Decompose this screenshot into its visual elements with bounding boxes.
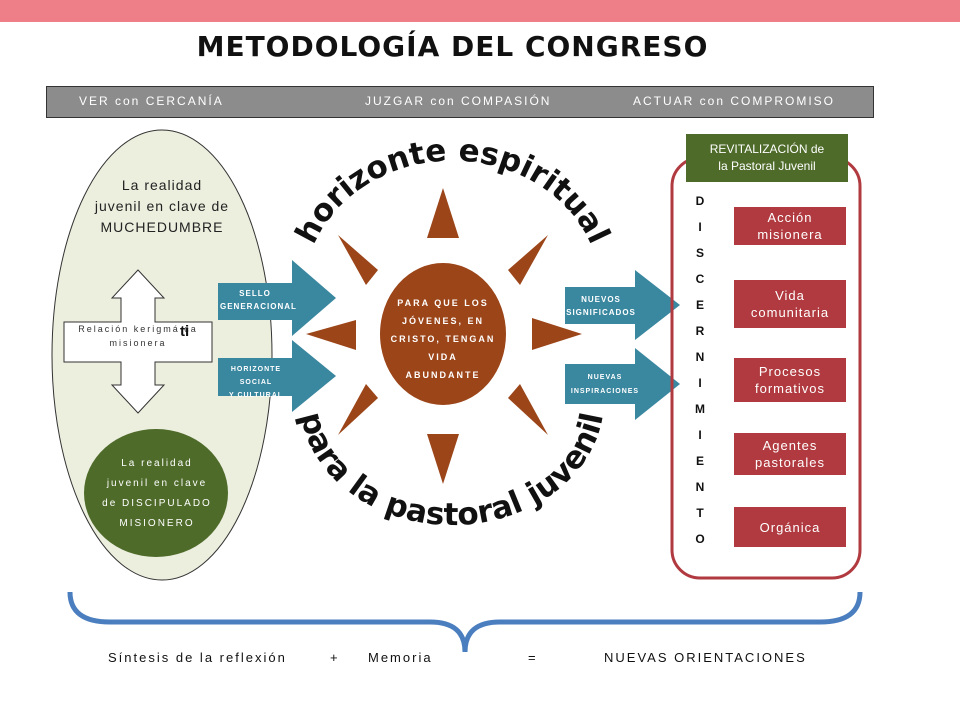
revitalization-header: REVITALIZACIÓN de la Pastoral Juvenil — [686, 134, 848, 182]
sun-circle — [378, 261, 508, 407]
footer-plus: + — [330, 650, 340, 665]
phase-juzgar: JUZGAR con COMPASIÓN — [365, 94, 552, 108]
footer-result: NUEVAS ORIENTACIONES — [604, 650, 807, 665]
relation-label: Relación kerigmá ca misionera — [78, 324, 198, 348]
top-decorative-band — [0, 0, 960, 22]
sun-text: PARA QUE LOS JÓVENES, EN CRISTO, TENGAN … — [390, 298, 496, 380]
footer-synthesis: Síntesis de la reflexión — [108, 650, 287, 665]
cross-glyph: ti — [180, 323, 190, 340]
arrow-label-significados: NUEVOS SIGNIFICADOS — [566, 295, 636, 317]
arrow-horizonte-social — [218, 340, 336, 412]
footer-memory: Memoria — [368, 650, 433, 665]
item-organica: Orgánica — [734, 507, 846, 547]
bottom-brace — [67, 591, 863, 653]
phase-bar: VER con CERCANÍA JUZGAR con COMPASIÓN AC… — [46, 86, 874, 118]
discipleship-circle — [84, 429, 228, 557]
page-title: METODOLOGÍA DEL CONGRESO — [196, 30, 709, 63]
arrow-label-sello: SELLO GENERACIONAL — [220, 289, 297, 311]
arrow-nuevas-inspiraciones — [565, 348, 680, 420]
arrow-nuevos-significados — [565, 270, 680, 340]
arrow-label-horizonte: HORIZONTE SOCIAL Y CULTURAL — [228, 366, 284, 399]
relation-cross — [63, 269, 213, 414]
sun-rays — [306, 188, 582, 484]
discipleship-text: La realidad juvenil en clave de DISCIPUL… — [102, 458, 212, 529]
arrow-label-inspiraciones: NUEVAS INSPIRACIONES — [570, 374, 640, 395]
footer-equals: = — [528, 650, 538, 665]
arrow-sello-generacional — [218, 260, 336, 336]
muchedumbre-text: La realidad juvenil en clave de MUCHEDUM… — [94, 177, 230, 235]
phase-actuar: ACTUAR con COMPROMISO — [633, 94, 836, 108]
phase-ver: VER con CERCANÍA — [79, 94, 224, 108]
arc-bottom-text: para la pastoral juvenil — [293, 408, 611, 533]
